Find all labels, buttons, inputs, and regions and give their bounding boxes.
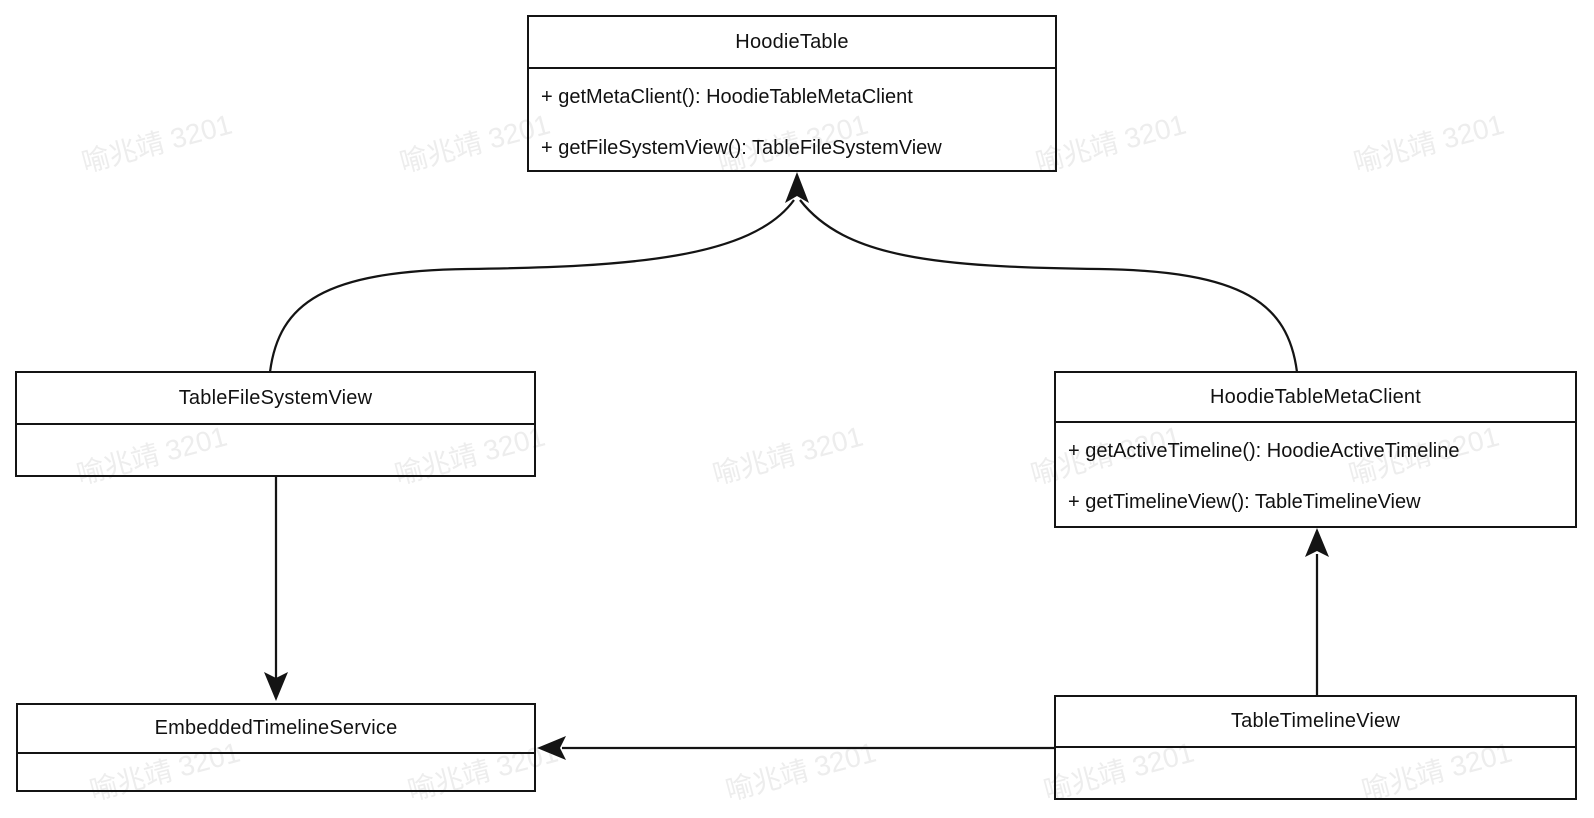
arrowhead-into-embeddedtimelineservice-top [264, 672, 288, 701]
class-methods-tablefilesystemview [17, 425, 534, 428]
class-title-tabletimelineview: TableTimelineView [1056, 697, 1575, 748]
class-methods-embeddedtimelineservice [18, 754, 534, 757]
method-gettimelineview: + getTimelineView(): TableTimelineView [1068, 491, 1421, 513]
class-box-embeddedtimelineservice: EmbeddedTimelineService [16, 703, 536, 792]
class-title-hoodietable: HoodieTable [529, 17, 1055, 69]
class-methods-hoodietable: + getMetaClient(): HoodieTableMetaClient… [529, 69, 1055, 174]
class-methods-tabletimelineview [1056, 748, 1575, 751]
method-getactivetimeline: + getActiveTimeline(): HoodieActiveTimel… [1068, 440, 1460, 462]
class-title-embeddedtimelineservice: EmbeddedTimelineService [18, 705, 534, 754]
edge-tablefilesystemview-to-hoodietable [268, 199, 795, 373]
class-title-tablefilesystemview: TableFileSystemView [17, 373, 534, 425]
edge-hoodietablemetaclient-to-hoodietable [799, 199, 1299, 373]
class-box-tabletimelineview: TableTimelineView [1054, 695, 1577, 800]
class-title-hoodietablemetaclient: HoodieTableMetaClient [1056, 373, 1575, 423]
arrowhead-into-embeddedtimelineservice-right [537, 736, 566, 760]
class-methods-hoodietablemetaclient: + getActiveTimeline(): HoodieActiveTimel… [1056, 423, 1575, 528]
method-getfilesystemview: + getFileSystemView(): TableFileSystemVi… [541, 137, 942, 159]
arrowhead-into-hoodietablemetaclient [1305, 528, 1329, 557]
class-box-tablefilesystemview: TableFileSystemView [15, 371, 536, 477]
arrowhead-into-hoodietable [785, 172, 809, 203]
class-box-hoodietablemetaclient: HoodieTableMetaClient + getActiveTimelin… [1054, 371, 1577, 528]
class-box-hoodietable: HoodieTable + getMetaClient(): HoodieTab… [527, 15, 1057, 172]
method-getmetaclient: + getMetaClient(): HoodieTableMetaClient [541, 86, 913, 108]
